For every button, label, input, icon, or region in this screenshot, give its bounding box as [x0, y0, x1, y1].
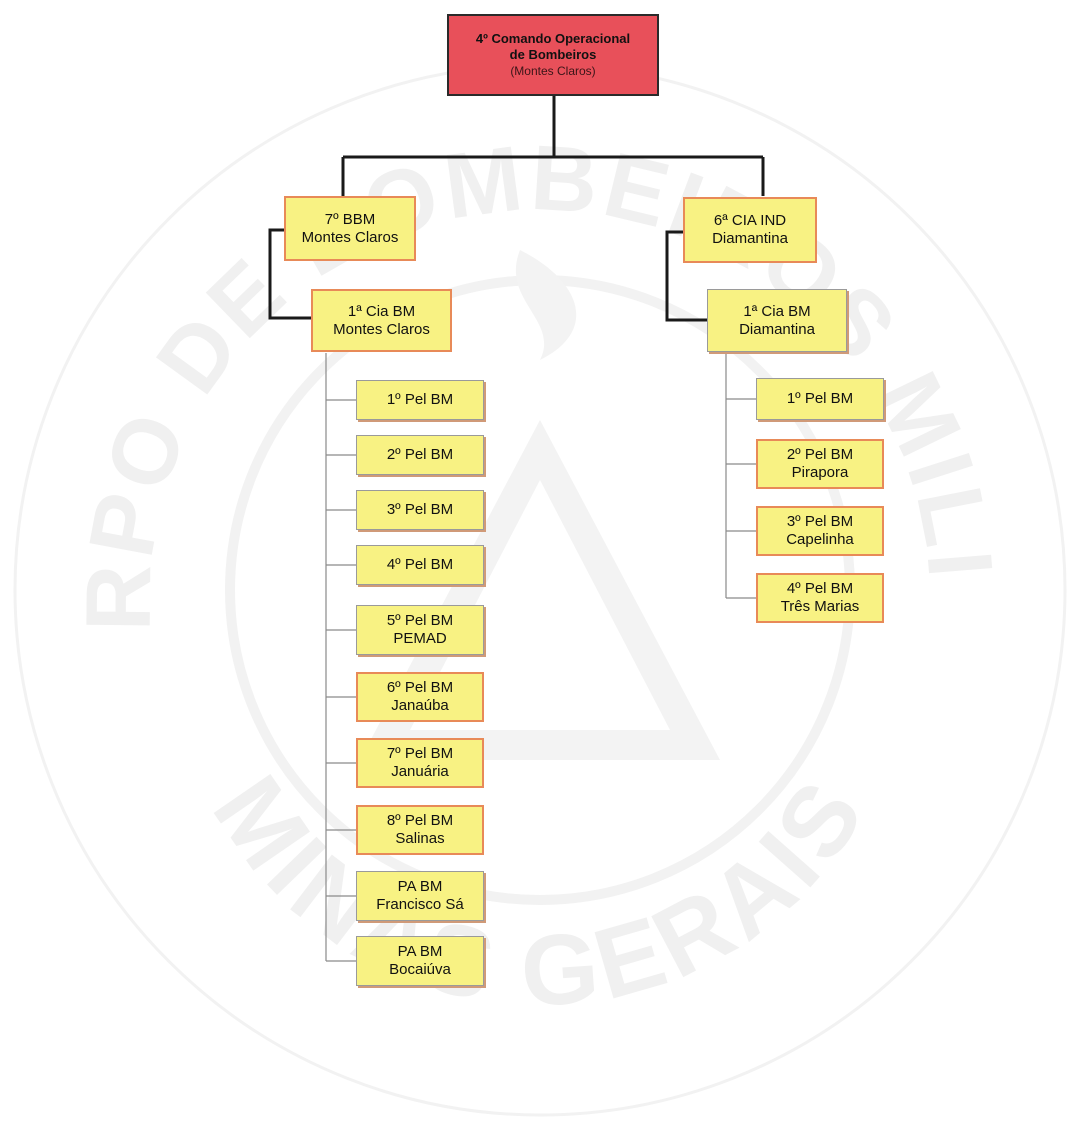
node-1-cia-bm-diamantina: 1ª Cia BM Diamantina — [707, 289, 847, 352]
node-label: 2º Pel BM — [386, 446, 454, 463]
node-label: 4º Pel BM — [786, 580, 854, 597]
node-label: Montes Claros — [301, 228, 399, 246]
node-label: 4º Comando Operacional — [475, 31, 631, 46]
node-right-platoon-4: 4º Pel BM Três Marias — [756, 573, 884, 623]
node-left-pa-bocaiuva: PA BM Bocaiúva — [356, 936, 484, 986]
node-6-cia-ind: 6ª CIA IND Diamantina — [683, 197, 817, 263]
node-label: 1ª Cia BM — [347, 302, 416, 320]
node-label: PEMAD — [393, 630, 447, 647]
node-left-platoon-2: 2º Pel BM — [356, 435, 484, 475]
node-label: 7º BBM — [324, 210, 376, 228]
node-left-platoon-5: 5º Pel BM PEMAD — [356, 605, 484, 655]
node-label: 5º Pel BM — [386, 612, 454, 629]
node-label: PA BM — [397, 943, 443, 960]
node-label: Salinas — [395, 830, 445, 847]
node-label: Pirapora — [791, 464, 849, 481]
node-label: 1ª Cia BM — [743, 302, 811, 320]
node-right-platoon-2: 2º Pel BM Pirapora — [756, 439, 884, 489]
node-4-comando-operacional: 4º Comando Operacional de Bombeiros (Mon… — [447, 14, 659, 96]
node-right-platoon-1: 1º Pel BM — [756, 378, 884, 420]
node-label: Bocaiúva — [389, 961, 451, 978]
node-label: 1º Pel BM — [386, 391, 454, 408]
node-label: 4º Pel BM — [386, 556, 454, 573]
node-label: de Bombeiros — [509, 47, 597, 62]
node-label: 1º Pel BM — [786, 390, 854, 407]
node-left-platoon-6: 6º Pel BM Janaúba — [356, 672, 484, 722]
node-left-pa-francisco-sa: PA BM Francisco Sá — [356, 871, 484, 921]
node-label: 7º Pel BM — [386, 745, 454, 762]
node-label: Três Marias — [780, 598, 860, 615]
node-left-platoon-7: 7º Pel BM Januária — [356, 738, 484, 788]
node-label: PA BM — [397, 878, 443, 895]
node-label: Janaúba — [391, 697, 449, 714]
node-label: 6ª CIA IND — [713, 212, 787, 229]
node-label: 3º Pel BM — [786, 513, 854, 530]
node-label: Diamantina — [739, 320, 815, 338]
node-label: 6º Pel BM — [386, 679, 454, 696]
node-left-platoon-3: 3º Pel BM — [356, 490, 484, 530]
node-left-platoon-4: 4º Pel BM — [356, 545, 484, 585]
node-label: Capelinha — [786, 531, 854, 548]
node-right-platoon-3: 3º Pel BM Capelinha — [756, 506, 884, 556]
node-left-platoon-1: 1º Pel BM — [356, 380, 484, 420]
node-label: Francisco Sá — [376, 896, 464, 913]
node-sublabel: (Montes Claros) — [510, 64, 596, 78]
node-7-bbm: 7º BBM Montes Claros — [284, 196, 416, 261]
node-left-platoon-8: 8º Pel BM Salinas — [356, 805, 484, 855]
node-label: 8º Pel BM — [386, 812, 454, 829]
node-1-cia-bm-montes-claros: 1ª Cia BM Montes Claros — [311, 289, 452, 352]
node-label: Montes Claros — [333, 320, 430, 338]
node-label: Diamantina — [712, 230, 788, 247]
node-label: Januária — [391, 763, 449, 780]
node-label: 3º Pel BM — [386, 501, 454, 518]
node-label: 2º Pel BM — [786, 446, 854, 463]
